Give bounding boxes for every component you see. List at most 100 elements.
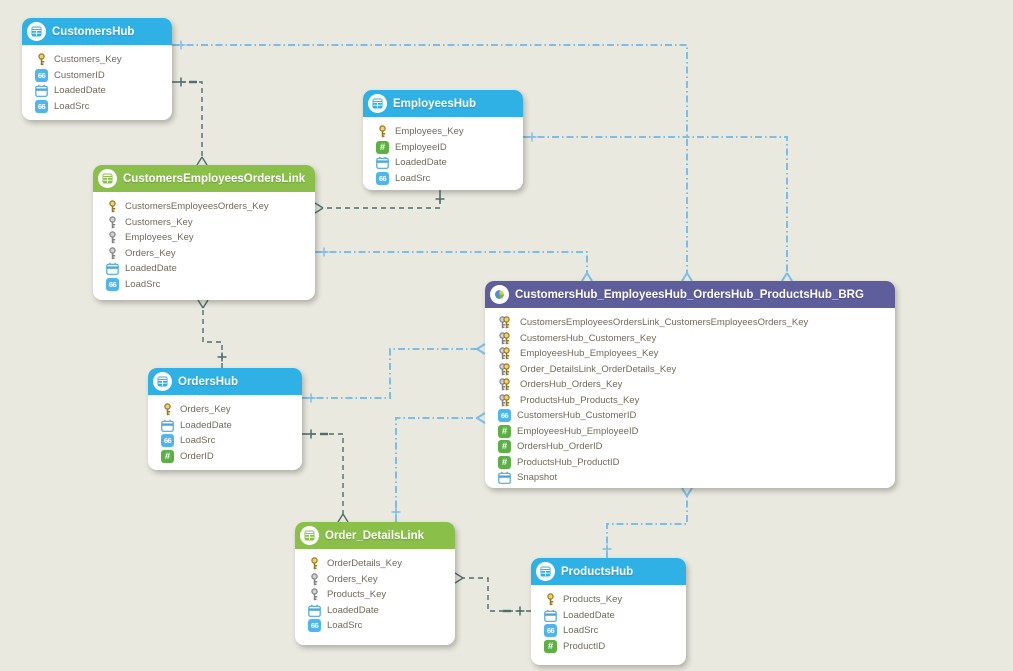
field-row[interactable]: CustomersEmployeesOrdersLink_CustomersEm… <box>498 315 889 331</box>
relationship-CustomersHub-to-CustomersEmployeesOrdersLink[interactable] <box>172 77 208 166</box>
key-double-icon <box>498 363 514 376</box>
table-icon <box>300 526 319 545</box>
relationship-OrdersHub-to-Order_DetailsLink[interactable] <box>302 429 349 523</box>
field-name: Orders_Key <box>125 247 176 259</box>
date-icon <box>106 262 119 276</box>
field-row[interactable]: Products_Key <box>308 587 449 603</box>
field-row[interactable]: # ProductID <box>544 639 680 655</box>
field-row[interactable]: Employees_Key <box>106 230 309 246</box>
relationship-EmployeesHub-to-CustomersHub_EmployeesHub_OrdersHub_ProductsHub_BRG[interactable] <box>523 132 793 282</box>
field-name: EmployeesHub_Employees_Key <box>520 348 659 360</box>
entity-header[interactable]: OrdersHub <box>148 368 302 395</box>
field-name: Products_Key <box>563 594 623 606</box>
field-row[interactable]: CustomersEmployeesOrders_Key <box>106 199 309 215</box>
entity-header[interactable]: CustomersHub <box>22 18 172 45</box>
field-name: Order_DetailsLink_OrderDetails_Key <box>520 363 677 375</box>
date-icon <box>544 609 557 622</box>
field-name: CustomersEmployeesOrdersLink_CustomersEm… <box>520 317 809 329</box>
relationship-EmployeesHub-to-CustomersEmployeesOrdersLink[interactable] <box>314 190 445 214</box>
relationship-OrdersHub-to-CustomersHub_EmployeesHub_OrdersHub_ProductsHub_BRG[interactable] <box>302 343 486 403</box>
relationship-OrdersHub-to-CustomersEmployeesOrdersLink[interactable] <box>197 299 227 368</box>
field-name: LoadedDate <box>180 419 232 431</box>
crows-foot-arrow <box>197 299 209 309</box>
text-icon: 66 <box>35 68 48 82</box>
crows-foot-arrow <box>337 513 349 523</box>
field-row[interactable]: LoadedDate <box>106 261 309 277</box>
field-row[interactable]: Orders_Key <box>308 572 449 588</box>
key-gold-icon <box>376 125 389 138</box>
entity-title: CustomersEmployeesOrdersLink <box>123 172 306 185</box>
field-row[interactable]: OrderDetails_Key <box>308 556 449 572</box>
entity-title: Order_DetailsLink <box>325 529 425 542</box>
field-row[interactable]: LoadedDate <box>35 83 166 99</box>
plus-cardinality-mark <box>602 544 612 554</box>
field-row[interactable]: #EmployeeID <box>376 140 517 156</box>
field-row[interactable]: 66 CustomerID <box>35 68 166 84</box>
key-double-icon <box>498 332 514 345</box>
field-row[interactable]: #OrdersHub_OrderID <box>498 439 889 455</box>
date-icon <box>161 419 174 432</box>
entity-CustomersHub_EmployeesHub_OrdersHub_ProductsHub_BRG[interactable]: CustomersHub_EmployeesHub_OrdersHub_Prod… <box>485 281 895 488</box>
field-row[interactable]: Products_Key <box>544 592 680 608</box>
field-row[interactable]: Orders_Key <box>161 402 296 418</box>
field-row[interactable]: Employees_Key <box>376 124 517 140</box>
entity-header[interactable]: Order_DetailsLink <box>295 522 455 549</box>
table-icon <box>98 169 117 188</box>
field-row[interactable]: LoadedDate <box>161 418 296 434</box>
field-name: LoadedDate <box>563 609 615 621</box>
field-name: Customers_Key <box>125 216 193 228</box>
text-icon: 66 <box>308 619 321 633</box>
field-name: LoadSrc <box>395 172 431 184</box>
relationship-ProductsHub-to-CustomersHub_EmployeesHub_OrdersHub_ProductsHub_BRG[interactable] <box>602 487 693 558</box>
entity-header[interactable]: EmployeesHub <box>363 90 523 117</box>
relationship-ProductsHub-to-Order_DetailsLink[interactable] <box>454 572 531 616</box>
field-row[interactable]: Customers_Key <box>106 215 309 231</box>
field-row[interactable]: OrdersHub_Orders_Key <box>498 377 889 393</box>
field-row[interactable]: #ProductsHub_ProductID <box>498 455 889 471</box>
field-row[interactable]: Customers_Key <box>35 52 166 68</box>
field-name: ProductID <box>563 640 606 652</box>
field-row[interactable]: LoadedDate <box>308 603 449 619</box>
entity-header[interactable]: CustomersEmployeesOrdersLink <box>93 165 315 192</box>
relationship-CustomersEmployeesOrdersLink-to-CustomersHub_EmployeesHub_OrdersHub_ProductsHub_BRG[interactable] <box>315 247 593 282</box>
crows-foot-arrow <box>314 202 324 214</box>
field-row[interactable]: #OrderID <box>161 449 296 465</box>
field-row[interactable]: #EmployeesHub_EmployeeID <box>498 424 889 440</box>
entity-header[interactable]: CustomersHub_EmployeesHub_OrdersHub_Prod… <box>485 281 895 308</box>
field-name: LoadedDate <box>54 85 106 97</box>
relationship-CustomersHub-to-CustomersHub_EmployeesHub_OrdersHub_ProductsHub_BRG[interactable] <box>172 40 693 282</box>
entity-title: CustomersHub_EmployeesHub_OrdersHub_Prod… <box>515 288 864 301</box>
field-row[interactable]: ProductsHub_Products_Key <box>498 393 889 409</box>
field-row[interactable]: CustomersHub_Customers_Key <box>498 331 889 347</box>
field-row[interactable]: Order_DetailsLink_OrderDetails_Key <box>498 362 889 378</box>
plus-cardinality-mark <box>391 507 401 517</box>
field-row[interactable]: LoadedDate <box>376 155 517 171</box>
field-row[interactable]: LoadedDate <box>544 608 680 624</box>
field-row[interactable]: Snapshot <box>498 470 889 486</box>
entity-header[interactable]: ProductsHub <box>531 558 686 585</box>
field-name: CustomerID <box>54 69 105 81</box>
number-icon: # <box>544 639 557 653</box>
field-row[interactable]: Orders_Key <box>106 246 309 262</box>
field-name: LoadedDate <box>395 157 447 169</box>
relationship-Order_DetailsLink-to-CustomersHub_EmployeesHub_OrdersHub_ProductsHub_BRG[interactable] <box>391 412 486 522</box>
field-row[interactable]: EmployeesHub_Employees_Key <box>498 346 889 362</box>
